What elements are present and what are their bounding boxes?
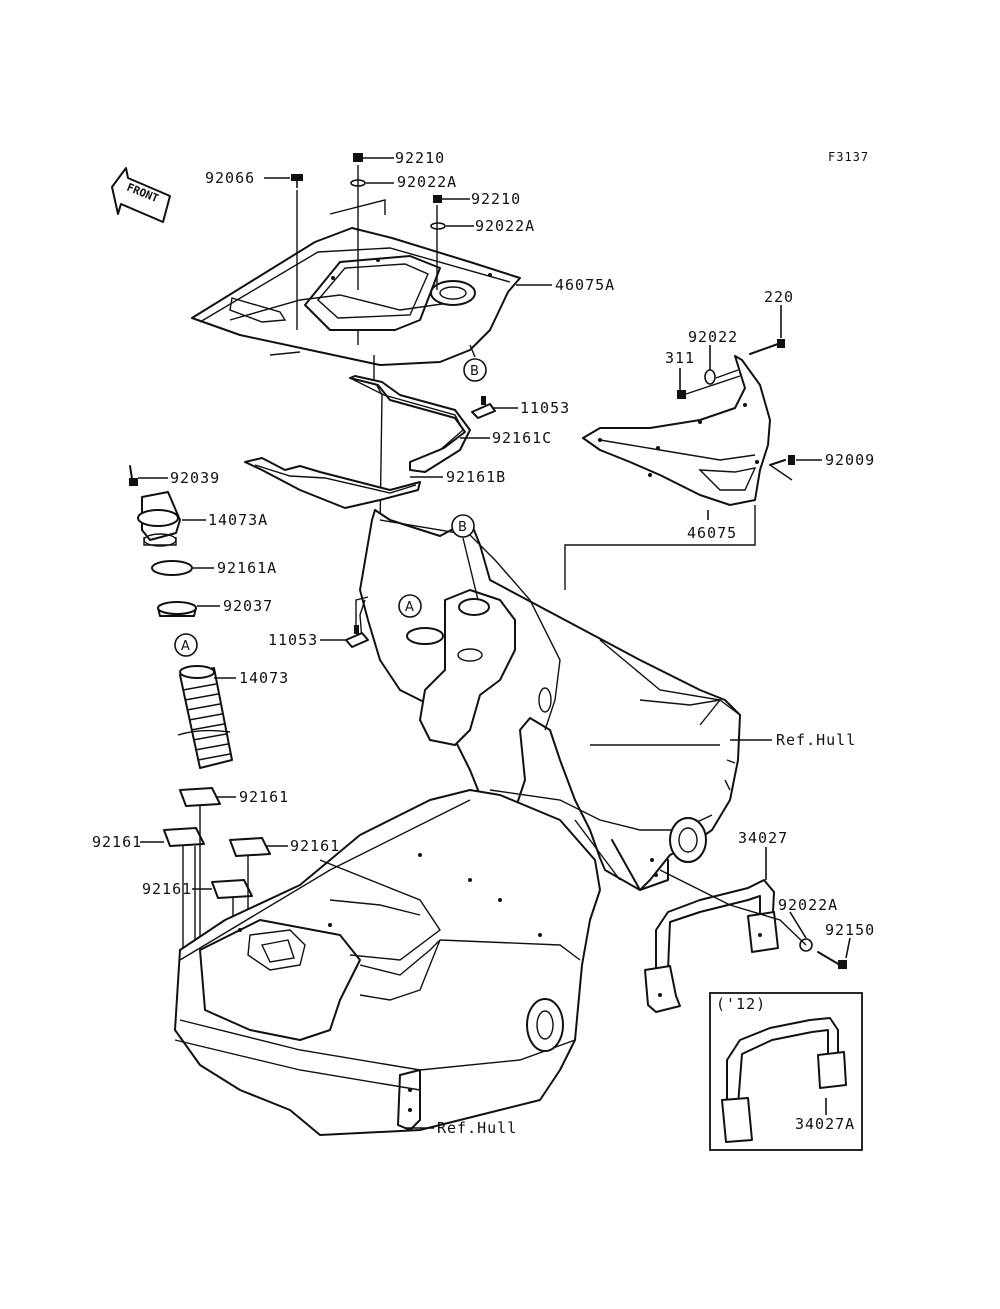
svg-text:A: A [405, 600, 414, 615]
label-92161-b: 92161 [92, 833, 142, 851]
label-311: 311 [665, 349, 695, 367]
svg-text:A: A [181, 639, 190, 654]
svg-text:B: B [470, 364, 479, 379]
seal-92161B [244, 457, 421, 509]
clip-11053-mid [345, 596, 369, 648]
label-220: 220 [764, 288, 794, 306]
label-92022A-bottom: 92022A [778, 896, 838, 914]
label-11053-mid: 11053 [268, 631, 318, 649]
nut-311 [677, 390, 686, 399]
label-92161B: 92161B [446, 468, 506, 486]
clamp-92037 [157, 601, 197, 617]
label-92210-top: 92210 [395, 149, 445, 167]
label-11053-top: 11053 [520, 399, 570, 417]
pad-92161-d [211, 879, 253, 899]
label-92161C: 92161C [492, 429, 552, 447]
pad-92161-b [163, 827, 205, 847]
label-14073A: 14073A [208, 511, 268, 529]
seal-92161C [349, 375, 471, 473]
pad-92161-a [179, 787, 221, 807]
label-92161-a: 92161 [239, 788, 289, 806]
label-92037: 92037 [223, 597, 273, 615]
vent-92039 [129, 465, 138, 486]
label-34027: 34027 [738, 829, 788, 847]
upper-deck-hull [359, 509, 741, 891]
grab-handle-34027A [721, 1017, 847, 1143]
pad-92161-c [229, 837, 271, 857]
leader-lines [138, 157, 851, 1129]
label-92022A-mid: 92022A [475, 217, 535, 235]
callout-b-top: B [463, 344, 487, 382]
washer-92022A-mid [430, 222, 446, 230]
label-34027A: 34027A [795, 1115, 855, 1133]
hose-14073 [177, 665, 233, 769]
bolt-220 [749, 339, 785, 355]
bolt-92009 [769, 455, 795, 466]
callout-a-left: A [174, 633, 198, 657]
front-arrow-icon: FRONT [111, 167, 171, 223]
bolt-92150 [817, 951, 847, 969]
washer-92022 [704, 369, 716, 385]
nut-92210-top [353, 153, 363, 162]
bolt-92066 [291, 174, 303, 188]
rear-cover-46075 [582, 355, 771, 506]
ring-92161A [151, 560, 193, 576]
callout-b-mid: B [451, 514, 479, 601]
diagram-code: F3137 [828, 150, 869, 164]
label-46075A: 46075A [555, 276, 615, 294]
label-92161-c: 92161 [290, 837, 340, 855]
label-ref-hull-bottom: Ref.Hull [437, 1119, 517, 1137]
label-ref-hull-right: Ref.Hull [776, 731, 856, 749]
duct-14073A [137, 491, 181, 547]
variant-box-label: ('12) [716, 995, 766, 1013]
deck-cover-46075A [191, 227, 521, 366]
svg-text:B: B [458, 520, 467, 535]
callout-a-mid: A [398, 594, 422, 618]
label-92210-mid: 92210 [471, 190, 521, 208]
label-14073: 14073 [239, 669, 289, 687]
variant-box [709, 992, 863, 1151]
lower-hull [174, 789, 601, 1136]
label-92022: 92022 [688, 328, 738, 346]
label-92022A-top: 92022A [397, 173, 457, 191]
label-92066: 92066 [205, 169, 255, 187]
label-92161A: 92161A [217, 559, 277, 577]
label-46075: 46075 [687, 524, 737, 542]
label-92009: 92009 [825, 451, 875, 469]
label-92150: 92150 [825, 921, 875, 939]
nut-92210-mid [433, 195, 442, 203]
label-92039: 92039 [170, 469, 220, 487]
label-92161-d: 92161 [142, 880, 192, 898]
clip-11053-top [471, 396, 496, 419]
